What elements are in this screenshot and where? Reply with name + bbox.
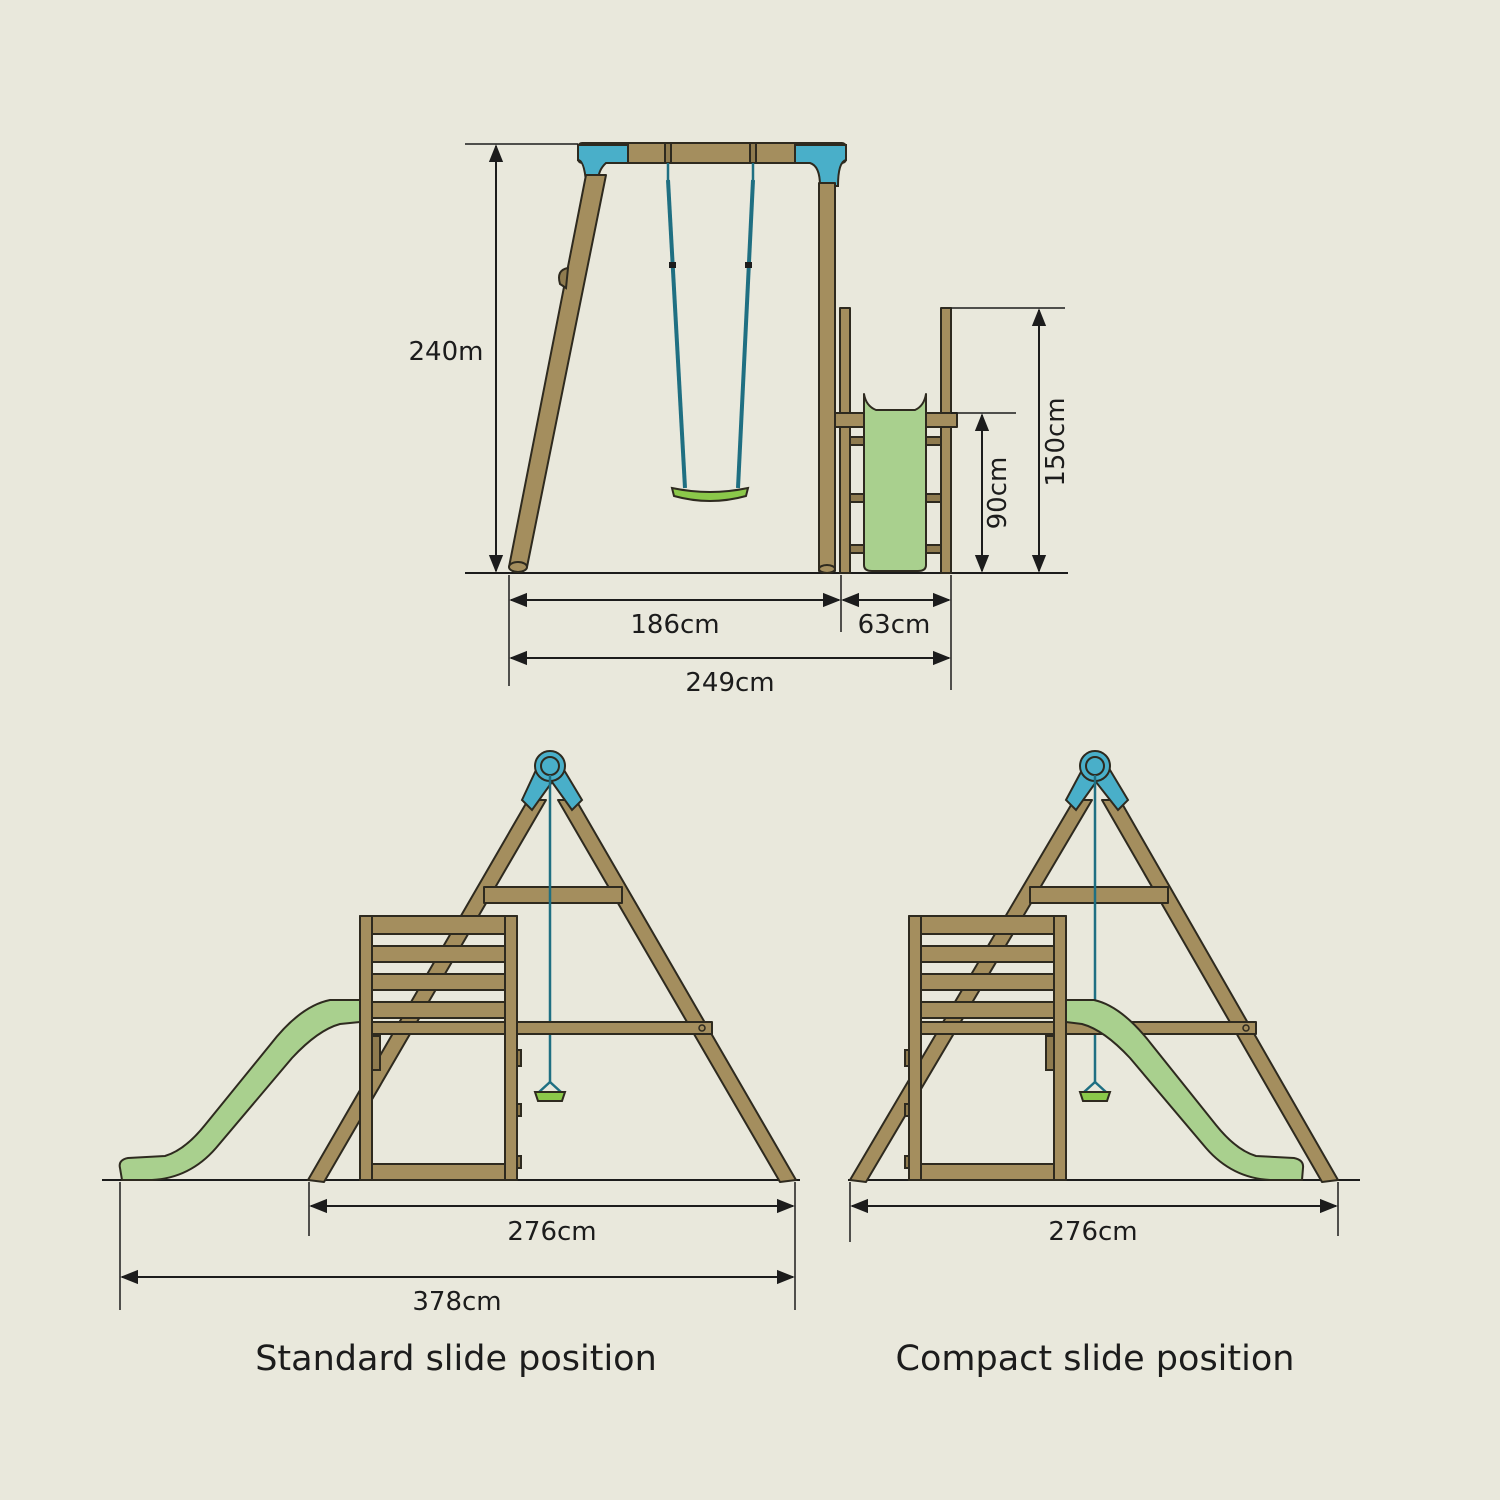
standard-frame-width-label: 276cm <box>507 1217 596 1247</box>
standard-tower-base <box>371 1163 506 1181</box>
standard-swing-seat <box>533 1091 567 1102</box>
swing-hanger-right <box>749 142 757 164</box>
standard-tower-bracket-2 <box>516 1103 522 1117</box>
standard-rail-2 <box>359 945 518 963</box>
compact-apex-connector <box>1064 769 1130 812</box>
slide-front <box>863 393 927 572</box>
compact-frame-width-label: 276cm <box>1048 1217 1137 1247</box>
compact-bolt <box>1242 1024 1250 1032</box>
standard-view: 276cm 378cm Standard slide position <box>102 750 800 1379</box>
compact-tower-bracket-2 <box>904 1103 910 1117</box>
right-post-foot <box>818 564 836 574</box>
swing-rope-left <box>666 179 687 489</box>
platform-height-label: 90cm <box>983 457 1013 530</box>
standard-rail-3 <box>359 973 518 991</box>
swing-rope-right <box>736 179 755 489</box>
left-leg <box>508 174 607 568</box>
compact-crossbar <box>1029 886 1169 904</box>
compact-a-frame-right-leg <box>1101 799 1339 1183</box>
platform-width-label: 63cm <box>858 610 931 640</box>
compact-slide <box>1065 999 1305 1181</box>
right-post <box>818 182 836 572</box>
compact-rail-3 <box>908 973 1067 991</box>
standard-crossbar <box>483 886 623 904</box>
standard-tower-bracket-1 <box>516 1049 522 1067</box>
swing-hanger-left <box>664 142 672 164</box>
standard-deck-beam <box>359 1021 713 1035</box>
platform-post-right <box>940 307 952 574</box>
left-leg-foot <box>508 561 528 573</box>
compact-tower-bracket-3 <box>904 1155 910 1169</box>
swing-seat <box>670 486 750 502</box>
standard-rail-1 <box>359 915 518 935</box>
standard-tower-post-right <box>504 915 518 1181</box>
rope-adjuster-right <box>745 262 752 268</box>
rope-adjuster-left <box>669 262 676 268</box>
compact-tower-post-left <box>908 915 922 1181</box>
standard-rail-4 <box>359 1001 518 1019</box>
railing-height-label: 150cm <box>1041 397 1071 486</box>
compact-caption: Compact slide position <box>896 1339 1295 1379</box>
swing-span-label: 186cm <box>630 610 719 640</box>
height-label: 240m <box>409 337 484 367</box>
right-connector <box>794 144 847 187</box>
front-view: 240m 150cm 90cm 186cm 63cm 249cm <box>409 142 1071 698</box>
standard-tower-brace-left <box>371 1035 381 1071</box>
compact-tower-base <box>920 1163 1055 1181</box>
compact-view: 276cm Compact slide position <box>848 750 1360 1379</box>
standard-total-width-label: 378cm <box>412 1287 501 1317</box>
compact-tower-brace <box>1045 1035 1055 1071</box>
standard-a-frame-right-leg <box>557 799 797 1183</box>
compact-rail-2 <box>908 945 1067 963</box>
standard-slide <box>118 999 361 1181</box>
standard-apex-connector <box>520 769 584 812</box>
compact-tower-post-right <box>1053 915 1067 1181</box>
standard-caption: Standard slide position <box>255 1339 657 1379</box>
standard-tower-bracket-3 <box>516 1155 522 1169</box>
compact-swing-seat <box>1078 1091 1112 1102</box>
climbing-hold <box>558 266 570 290</box>
compact-rail-4 <box>908 1001 1067 1019</box>
standard-bolt <box>698 1024 706 1032</box>
compact-tower-bracket-1 <box>904 1049 910 1067</box>
compact-rail-1 <box>908 915 1067 935</box>
platform-post-left <box>839 307 851 574</box>
standard-tower-post-left <box>359 915 373 1181</box>
total-width-label: 249cm <box>685 668 774 698</box>
